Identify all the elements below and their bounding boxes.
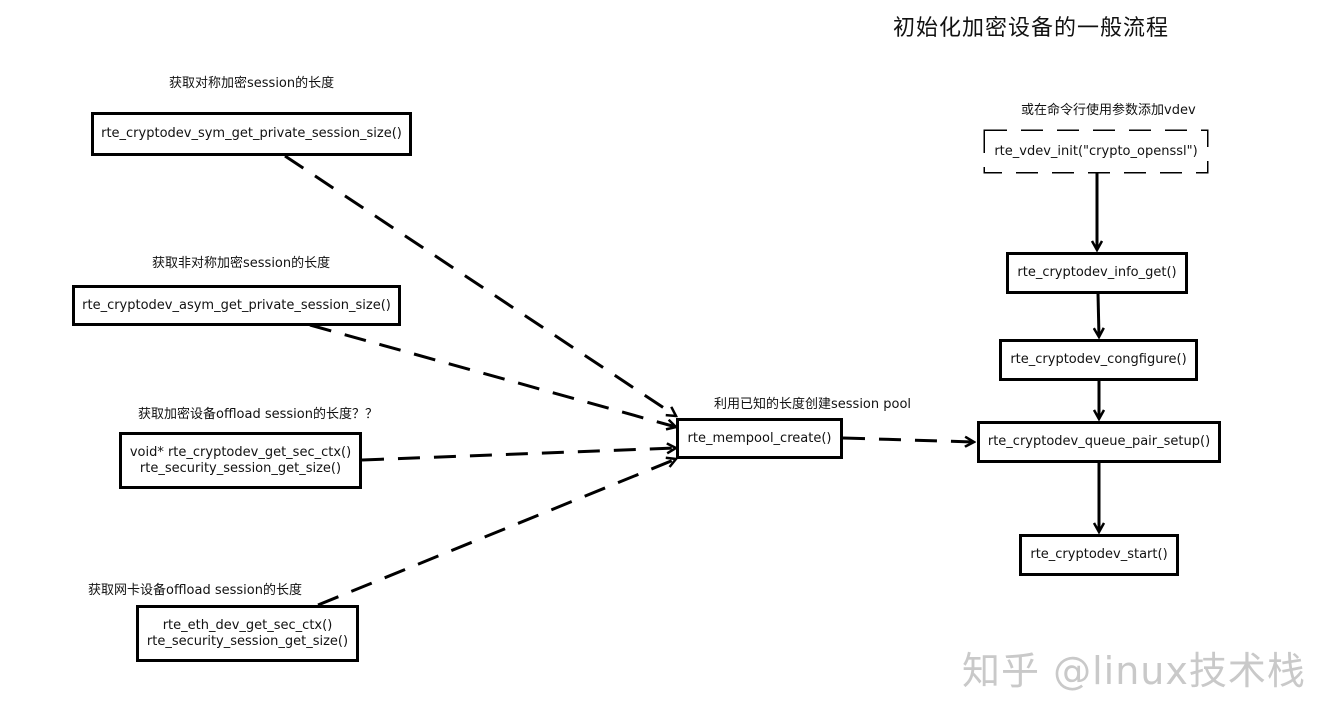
asym-session-label: 获取非对称加密session的长度: [152, 256, 331, 271]
mempool-label: 利用已知的长度创建session pool: [714, 397, 912, 412]
sym-session-size-node[interactable]: rte_cryptodev_sym_get_private_session_si…: [91, 112, 412, 156]
vdev-init-node[interactable]: rte_vdev_init("crypto_openssl"): [985, 131, 1207, 172]
eth-offload-label: 获取网卡设备offload session的长度: [88, 583, 302, 598]
node-text: rte_cryptodev_queue_pair_setup(): [987, 434, 1211, 449]
diagram-title: 初始化加密设备的一般流程: [893, 16, 1170, 41]
node-text: rte_cryptodev_congfigure(): [1010, 352, 1187, 367]
node-text: rte_security_session_get_size(): [139, 460, 342, 476]
node-text: rte_cryptodev_start(): [1030, 547, 1168, 562]
edge-info-to-configure: [1098, 292, 1099, 337]
vdev-label: 或在命令行使用参数添加vdev: [1021, 103, 1196, 118]
start-node[interactable]: rte_cryptodev_start(): [1019, 534, 1179, 576]
node-text: rte_cryptodev_asym_get_private_session_s…: [82, 297, 391, 313]
edge-cryptosec-to-mempool: [361, 448, 676, 462]
edge-sym-to-mempool: [284, 154, 676, 416]
node-text: rte_eth_dev_get_sec_ctx(): [162, 617, 333, 633]
watermark: 知乎 @linux技术栈: [962, 649, 1306, 693]
crypto-offload-node[interactable]: void* rte_cryptodev_get_sec_ctx() rte_se…: [119, 432, 362, 489]
sym-session-label: 获取对称加密session的长度: [169, 76, 335, 91]
eth-offload-node[interactable]: rte_eth_dev_get_sec_ctx() rte_security_s…: [136, 605, 359, 662]
mempool-create-node[interactable]: rte_mempool_create(): [676, 418, 843, 459]
queue-pair-setup-node[interactable]: rte_cryptodev_queue_pair_setup(): [977, 421, 1221, 463]
node-text: rte_vdev_init("crypto_openssl"): [994, 143, 1198, 159]
node-text: rte_cryptodev_sym_get_private_session_si…: [101, 126, 402, 141]
node-text: rte_mempool_create(): [687, 430, 832, 446]
edge-ethsec-to-mempool: [317, 459, 676, 607]
edge-asym-to-mempool: [309, 323, 676, 427]
node-text: rte_security_session_get_size(): [146, 633, 349, 649]
configure-node[interactable]: rte_cryptodev_congfigure(): [999, 339, 1198, 381]
info-get-node[interactable]: rte_cryptodev_info_get(): [1006, 252, 1188, 294]
asym-session-size-node[interactable]: rte_cryptodev_asym_get_private_session_s…: [72, 285, 401, 326]
crypto-offload-label: 获取加密设备offload session的长度？？: [138, 407, 378, 422]
node-text: void* rte_cryptodev_get_sec_ctx(): [129, 444, 352, 460]
node-text: rte_cryptodev_info_get(): [1017, 265, 1177, 280]
edge-mempool-to-qpsetup: [842, 438, 974, 442]
